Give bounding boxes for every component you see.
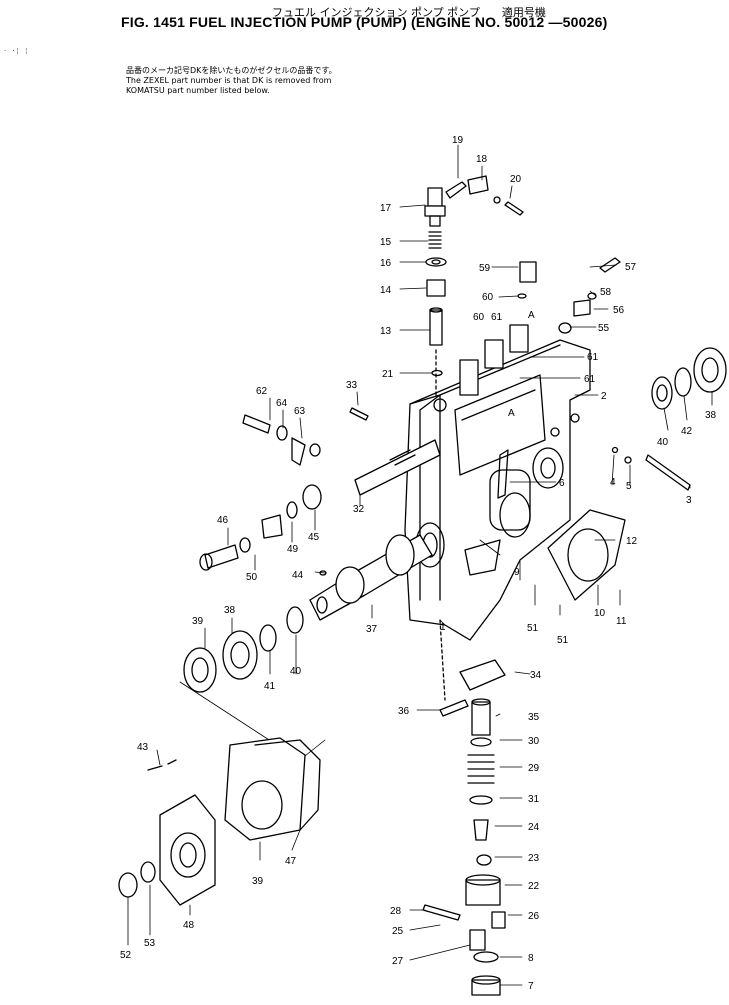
callout-51-lower: 50 — [246, 572, 258, 583]
callout-5: 5 — [626, 481, 632, 492]
callout-61-mid: 61 — [587, 352, 599, 363]
callout-42: 39 — [252, 876, 264, 887]
callout-13: 13 — [380, 326, 392, 337]
note-japanese: 品番のメーカ記号DKを除いたものがゼクセルの品番です。 — [126, 66, 337, 75]
callout-17: 17 — [380, 203, 392, 214]
callout-47: 53 — [144, 938, 156, 949]
callout-52: 51 — [557, 635, 569, 646]
callout-34: 34 — [530, 670, 542, 681]
callout-32: 32 — [353, 504, 365, 515]
callout-59: 60 — [482, 292, 494, 303]
callout-57: 55 — [598, 323, 610, 334]
callout-45: 48 — [183, 920, 195, 931]
callout-22: 22 — [528, 881, 540, 892]
callout-38-right: 38 — [705, 410, 717, 421]
camshaft — [309, 534, 433, 621]
callout-labels: 19 18 20 17 15 16 14 13 21 59 60 A 60 61… — [120, 135, 717, 992]
callout-36: 36 — [398, 706, 410, 717]
callout-58: 59 — [479, 263, 491, 274]
delivery-holders — [459, 261, 537, 396]
callout-40-right: 42 — [681, 426, 693, 437]
callout-23: 23 — [528, 853, 540, 864]
callout-55: 57 — [625, 262, 637, 273]
callout-21: 21 — [382, 369, 394, 380]
callout-31: 31 — [528, 794, 540, 805]
callout-11: 11 — [616, 616, 627, 627]
left-side-parts — [199, 407, 441, 571]
callout-46: 52 — [120, 950, 132, 961]
callout-7: 7 — [528, 981, 534, 992]
callout-18: 18 — [476, 154, 488, 165]
callout-35: 35 — [528, 712, 540, 723]
callout-16: 16 — [380, 258, 392, 269]
callout-a-mid: A — [508, 408, 515, 419]
corner-mark: · ·¦ ¦ — [3, 47, 29, 55]
callout-1: 1 — [440, 622, 446, 633]
callout-12: 12 — [626, 536, 638, 547]
bearing-set-left — [179, 606, 326, 761]
callout-9: 9 — [514, 567, 520, 578]
callout-43: 43 — [137, 742, 149, 753]
callout-15: 15 — [380, 237, 392, 248]
japanese-title: フュエル インジェクション ポンプ ポンプ 適用号機 — [272, 6, 546, 19]
callout-30: 30 — [528, 736, 540, 747]
callout-26: 26 — [528, 911, 540, 922]
callout-29: 29 — [528, 763, 540, 774]
delivery-valve-stack — [424, 175, 524, 396]
pump-housing — [404, 339, 591, 641]
right-side-parts — [558, 257, 727, 491]
callout-33: 33 — [346, 380, 358, 391]
callout-48: 44 — [292, 570, 304, 581]
callout-61-top: 61 — [491, 312, 503, 323]
figure-title: FIG. 1451 FUEL INJECTION PUMP (PUMP) (EN… — [121, 14, 608, 30]
callout-8: 8 — [528, 953, 534, 964]
callout-49: 45 — [308, 532, 320, 543]
gasket-12 — [547, 509, 626, 601]
callout-38-left: 38 — [224, 605, 236, 616]
callout-37: 37 — [366, 624, 378, 635]
governor-column — [422, 539, 506, 996]
note-line-2: KOMATSU part number listed below. — [126, 86, 270, 95]
callout-27: 27 — [392, 956, 404, 967]
callout-6: 6 — [559, 478, 565, 489]
callout-44: 47 — [285, 856, 297, 867]
callout-19: 19 — [452, 135, 464, 146]
callout-4: 4 — [610, 477, 616, 488]
callout-2: 2 — [601, 391, 607, 402]
callout-39-right: 40 — [657, 437, 669, 448]
callout-24: 24 — [528, 822, 540, 833]
callout-39-left: 40 — [290, 666, 302, 677]
note-line-1: The ZEXEL part number is that DK is remo… — [126, 76, 332, 85]
callout-64: 64 — [276, 398, 288, 409]
callout-14: 14 — [380, 285, 392, 296]
callout-20: 20 — [510, 174, 522, 185]
callout-40-left: 41 — [264, 681, 276, 692]
callout-28: 28 — [390, 906, 402, 917]
callout-53: 51 — [527, 623, 539, 634]
callout-25: 25 — [392, 926, 404, 937]
callout-10: 10 — [594, 608, 606, 619]
callout-60-mid: 61 — [584, 374, 596, 385]
callout-50: 46 — [217, 515, 229, 526]
callout-60-top: 60 — [473, 312, 485, 323]
callout-a-top: A — [528, 310, 535, 321]
callout-41: 39 — [192, 616, 204, 627]
leader-lines — [127, 144, 713, 986]
cover-assembly — [118, 737, 321, 906]
callout-54: 56 — [613, 305, 625, 316]
notes-block: 品番のメーカ記号DKを除いたものがゼクセルの品番です。 The ZEXEL pa… — [126, 66, 337, 96]
callout-3: 3 — [686, 495, 692, 506]
callout-62: 62 — [256, 386, 268, 397]
callout-51-upper: 49 — [287, 544, 299, 555]
callout-56: 58 — [600, 287, 612, 298]
callout-63: 63 — [294, 406, 306, 417]
